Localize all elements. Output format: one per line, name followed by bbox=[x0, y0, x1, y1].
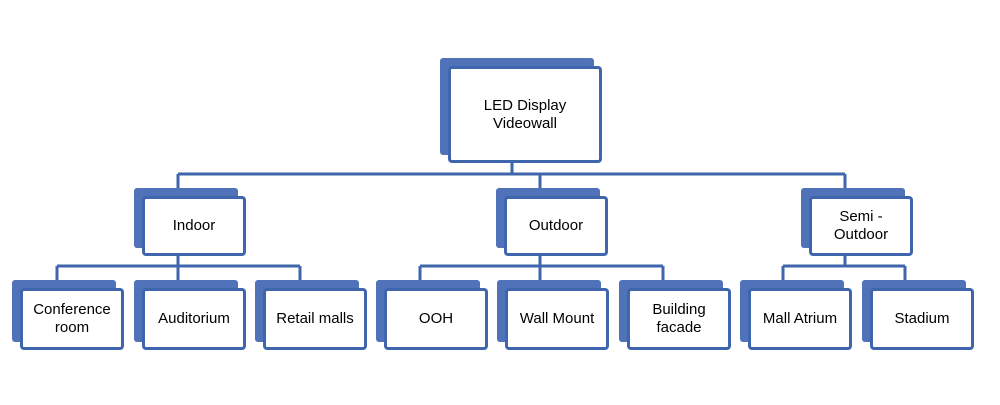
node-indoor-label: Indoor bbox=[172, 217, 216, 234]
node-outdoor: Outdoor bbox=[496, 188, 608, 256]
node-stadium: Stadium bbox=[862, 280, 974, 350]
node-outdoor-label: Outdoor bbox=[528, 217, 584, 234]
node-conference-room-label: Conference room bbox=[33, 301, 111, 336]
node-building-facade: Building facade bbox=[619, 280, 731, 350]
node-conference-room: Conference room bbox=[12, 280, 124, 350]
node-ooh-label: OOH bbox=[418, 310, 454, 327]
node-ooh: OOH bbox=[376, 280, 488, 350]
node-root-label: LED Display Videowall bbox=[483, 96, 567, 132]
node-root: LED Display Videowall bbox=[440, 58, 602, 163]
node-stadium-label: Stadium bbox=[894, 310, 950, 327]
node-wall-mount: Wall Mount bbox=[497, 280, 609, 350]
node-auditorium: Auditorium bbox=[134, 280, 246, 350]
node-retail-malls-label: Retail malls bbox=[276, 310, 354, 327]
node-wall-mount-label: Wall Mount bbox=[519, 310, 595, 327]
node-mall-atrium-label: Mall Atrium bbox=[762, 310, 838, 327]
node-mall-atrium: Mall Atrium bbox=[740, 280, 852, 350]
node-semi-outdoor: Semi - Outdoor bbox=[801, 188, 913, 256]
node-building-facade-label: Building facade bbox=[652, 301, 706, 336]
node-semi-outdoor-label: Semi - Outdoor bbox=[833, 208, 889, 243]
node-indoor: Indoor bbox=[134, 188, 246, 256]
node-retail-malls: Retail malls bbox=[255, 280, 367, 350]
node-auditorium-label: Auditorium bbox=[158, 310, 230, 327]
